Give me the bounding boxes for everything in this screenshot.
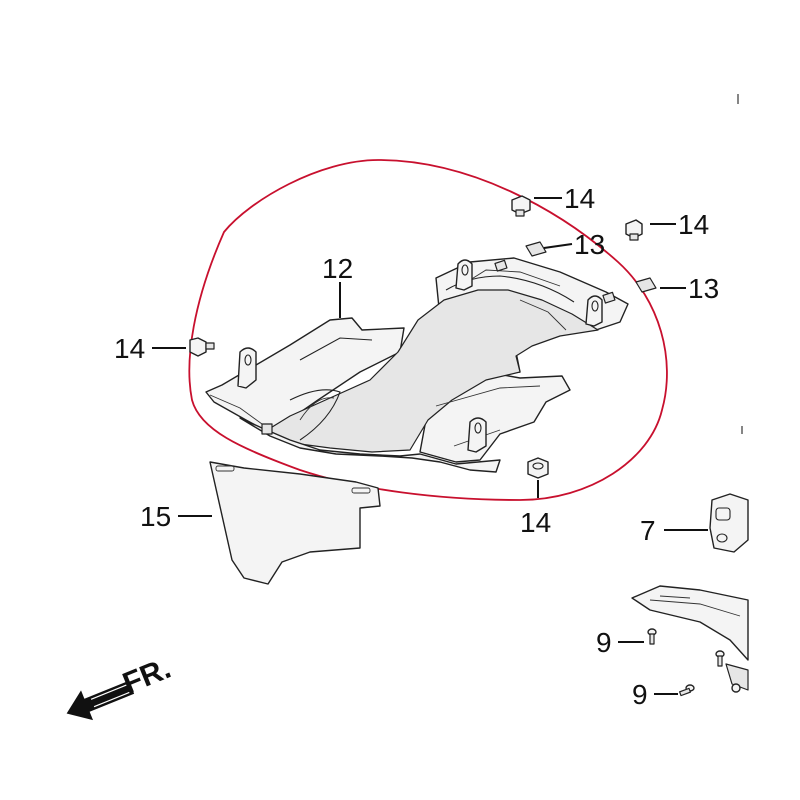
callout-9-upper: 9 (596, 627, 612, 658)
screw-icon[interactable] (679, 684, 695, 697)
bolt-icon[interactable] (625, 219, 643, 241)
clip-nut-icon[interactable] (525, 241, 547, 257)
mud-flap-part[interactable] (209, 461, 381, 585)
screw-icon[interactable] (731, 683, 741, 693)
highlight-outline (188, 159, 668, 501)
front-direction-label: FR. (118, 652, 175, 701)
callout-14-left: 14 (114, 333, 145, 364)
mount-tab (237, 347, 257, 389)
bracket-part[interactable] (709, 493, 749, 553)
bolt-icon[interactable] (527, 457, 549, 479)
frame-part (631, 585, 749, 691)
mount-tab (585, 295, 603, 327)
callout-7: 7 (640, 515, 656, 546)
screw-icon[interactable] (715, 650, 725, 667)
arrow-left-down-icon (66, 680, 135, 721)
screw-icon[interactable] (647, 628, 657, 645)
clip-nut-icon[interactable] (635, 277, 657, 293)
callout-15: 15 (140, 501, 171, 532)
callout-12: 12 (322, 253, 353, 284)
bolt-icon[interactable] (511, 195, 531, 217)
callout-14-right: 14 (678, 209, 709, 240)
under-cover-part[interactable] (205, 257, 629, 473)
callout-14-top: 14 (564, 183, 595, 214)
callout-14-bottom: 14 (520, 507, 551, 538)
callout-9-lower: 9 (632, 679, 648, 710)
mount-tab (467, 417, 487, 453)
mount-tab (455, 259, 473, 291)
callout-13-top: 13 (574, 229, 605, 260)
callout-13-right: 13 (688, 273, 719, 304)
bolt-icon[interactable] (189, 337, 215, 357)
